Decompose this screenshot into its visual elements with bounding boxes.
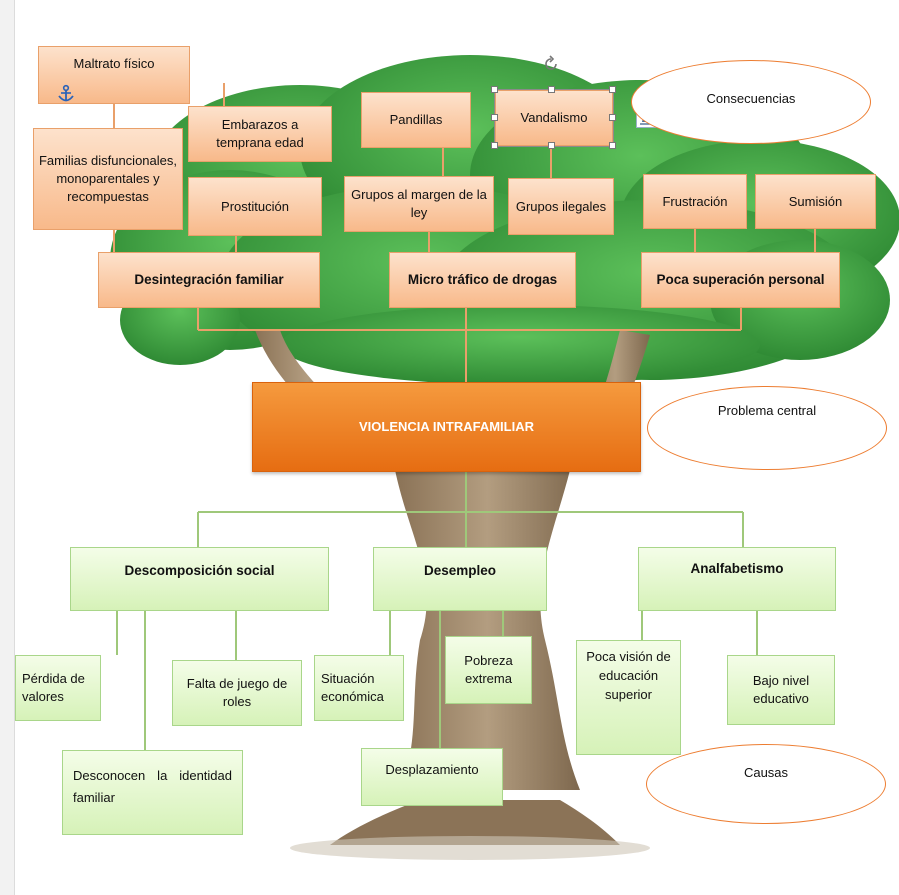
- consequence-grupos-ilegales[interactable]: Grupos ilegales: [508, 178, 614, 235]
- resize-handle[interactable]: [548, 86, 555, 93]
- consequence-grupos-margen[interactable]: Grupos al margen de la ley: [344, 176, 494, 232]
- cause-main-label: Analfabetismo: [690, 561, 784, 576]
- consequence-label: Maltrato físico: [73, 56, 155, 71]
- consequence-main-microtrafico[interactable]: Micro tráfico de drogas: [389, 252, 576, 308]
- cause-connectors: [116, 472, 758, 750]
- legend-central-oval[interactable]: Problema central: [647, 386, 887, 470]
- legend-consequences-oval[interactable]: Consecuencias: [631, 60, 871, 144]
- consequence-main-label: Desintegración familiar: [134, 272, 284, 287]
- resize-handle[interactable]: [548, 142, 555, 149]
- ground-shadow: [290, 836, 650, 860]
- cause-poca-vision[interactable]: Poca visión de educación superior: [576, 640, 681, 755]
- cause-label: Pérdida de valores: [22, 671, 85, 704]
- cause-desconocen[interactable]: Desconocen la identidad familiar: [62, 750, 243, 835]
- cause-main-analfabetismo[interactable]: Analfabetismo: [638, 547, 836, 611]
- legend-causes-label: Causas: [743, 765, 789, 780]
- resize-handle[interactable]: [609, 114, 616, 121]
- consequence-main-label: Poca superación personal: [656, 272, 825, 287]
- consequence-label: Sumisión: [788, 193, 843, 209]
- consequence-pandillas[interactable]: Pandillas: [361, 92, 471, 148]
- legend-consequences-label: Consecuencias: [706, 91, 796, 106]
- cause-label: Poca visión de educación superior: [586, 649, 671, 702]
- cause-bajo-nivel[interactable]: Bajo nivel educativo: [727, 655, 835, 725]
- consequence-label: Embarazos a temprana edad: [216, 117, 304, 150]
- consequence-label: Pandillas: [389, 112, 443, 127]
- anchor-icon: [58, 84, 74, 102]
- consequence-main-desintegracion[interactable]: Desintegración familiar: [98, 252, 320, 308]
- consequence-embarazos[interactable]: Embarazos a temprana edad: [188, 106, 332, 162]
- consequence-label: Prostitución: [221, 198, 289, 214]
- cause-desplazamiento[interactable]: Desplazamiento: [361, 748, 503, 806]
- central-problem-label: VIOLENCIA INTRAFAMILIAR: [358, 419, 534, 434]
- rotate-handle-icon[interactable]: [542, 55, 560, 73]
- consequence-label: Familias disfuncionales, monoparentales …: [38, 153, 177, 204]
- cause-label: Situación económica: [321, 671, 384, 704]
- cause-main-descomposicion[interactable]: Descomposición social: [70, 547, 329, 611]
- resize-handle[interactable]: [609, 86, 616, 93]
- consequence-connectors: [113, 83, 816, 382]
- consequence-maltrato-fisico[interactable]: Maltrato físico: [38, 46, 190, 104]
- consequence-label: Vandalismo: [520, 110, 588, 125]
- consequence-main-label: Micro tráfico de drogas: [407, 272, 558, 287]
- resize-handle[interactable]: [491, 86, 498, 93]
- consequence-label: Grupos ilegales: [515, 198, 607, 214]
- cause-label: Desconocen la identidad familiar: [73, 768, 232, 805]
- consequence-sumision[interactable]: Sumisión: [755, 174, 876, 229]
- resize-handle[interactable]: [609, 142, 616, 149]
- resize-handle[interactable]: [491, 114, 498, 121]
- cause-pobreza-extrema[interactable]: Pobreza extrema: [445, 636, 532, 704]
- cause-main-desempleo[interactable]: Desempleo: [373, 547, 547, 611]
- consequence-label: Grupos al margen de la ley: [351, 187, 487, 220]
- legend-central-label: Problema central: [717, 403, 817, 418]
- cause-label: Bajo nivel educativo: [752, 673, 810, 706]
- cause-perdida-valores[interactable]: Pérdida de valores: [15, 655, 101, 721]
- cause-label: Falta de juego de roles: [186, 676, 288, 709]
- consequence-label: Frustración: [662, 193, 728, 209]
- cause-falta-juego[interactable]: Falta de juego de roles: [172, 660, 302, 726]
- consequence-vandalismo[interactable]: Vandalismo: [494, 89, 614, 147]
- cause-situacion-economica[interactable]: Situación económica: [314, 655, 404, 721]
- resize-handle[interactable]: [491, 142, 498, 149]
- cause-label: Pobreza extrema: [464, 653, 513, 686]
- legend-causes-oval[interactable]: Causas: [646, 744, 886, 824]
- cause-label: Desplazamiento: [385, 762, 479, 777]
- consequence-familias[interactable]: Familias disfuncionales, monoparentales …: [33, 128, 183, 230]
- page-margin: [0, 0, 15, 895]
- central-problem-box[interactable]: VIOLENCIA INTRAFAMILIAR: [252, 382, 641, 472]
- consequence-prostitucion[interactable]: Prostitución: [188, 177, 322, 236]
- consequence-main-superacion[interactable]: Poca superación personal: [641, 252, 840, 308]
- cause-main-label: Descomposición social: [124, 563, 275, 578]
- consequence-frustracion[interactable]: Frustración: [643, 174, 747, 229]
- cause-main-label: Desempleo: [423, 563, 497, 578]
